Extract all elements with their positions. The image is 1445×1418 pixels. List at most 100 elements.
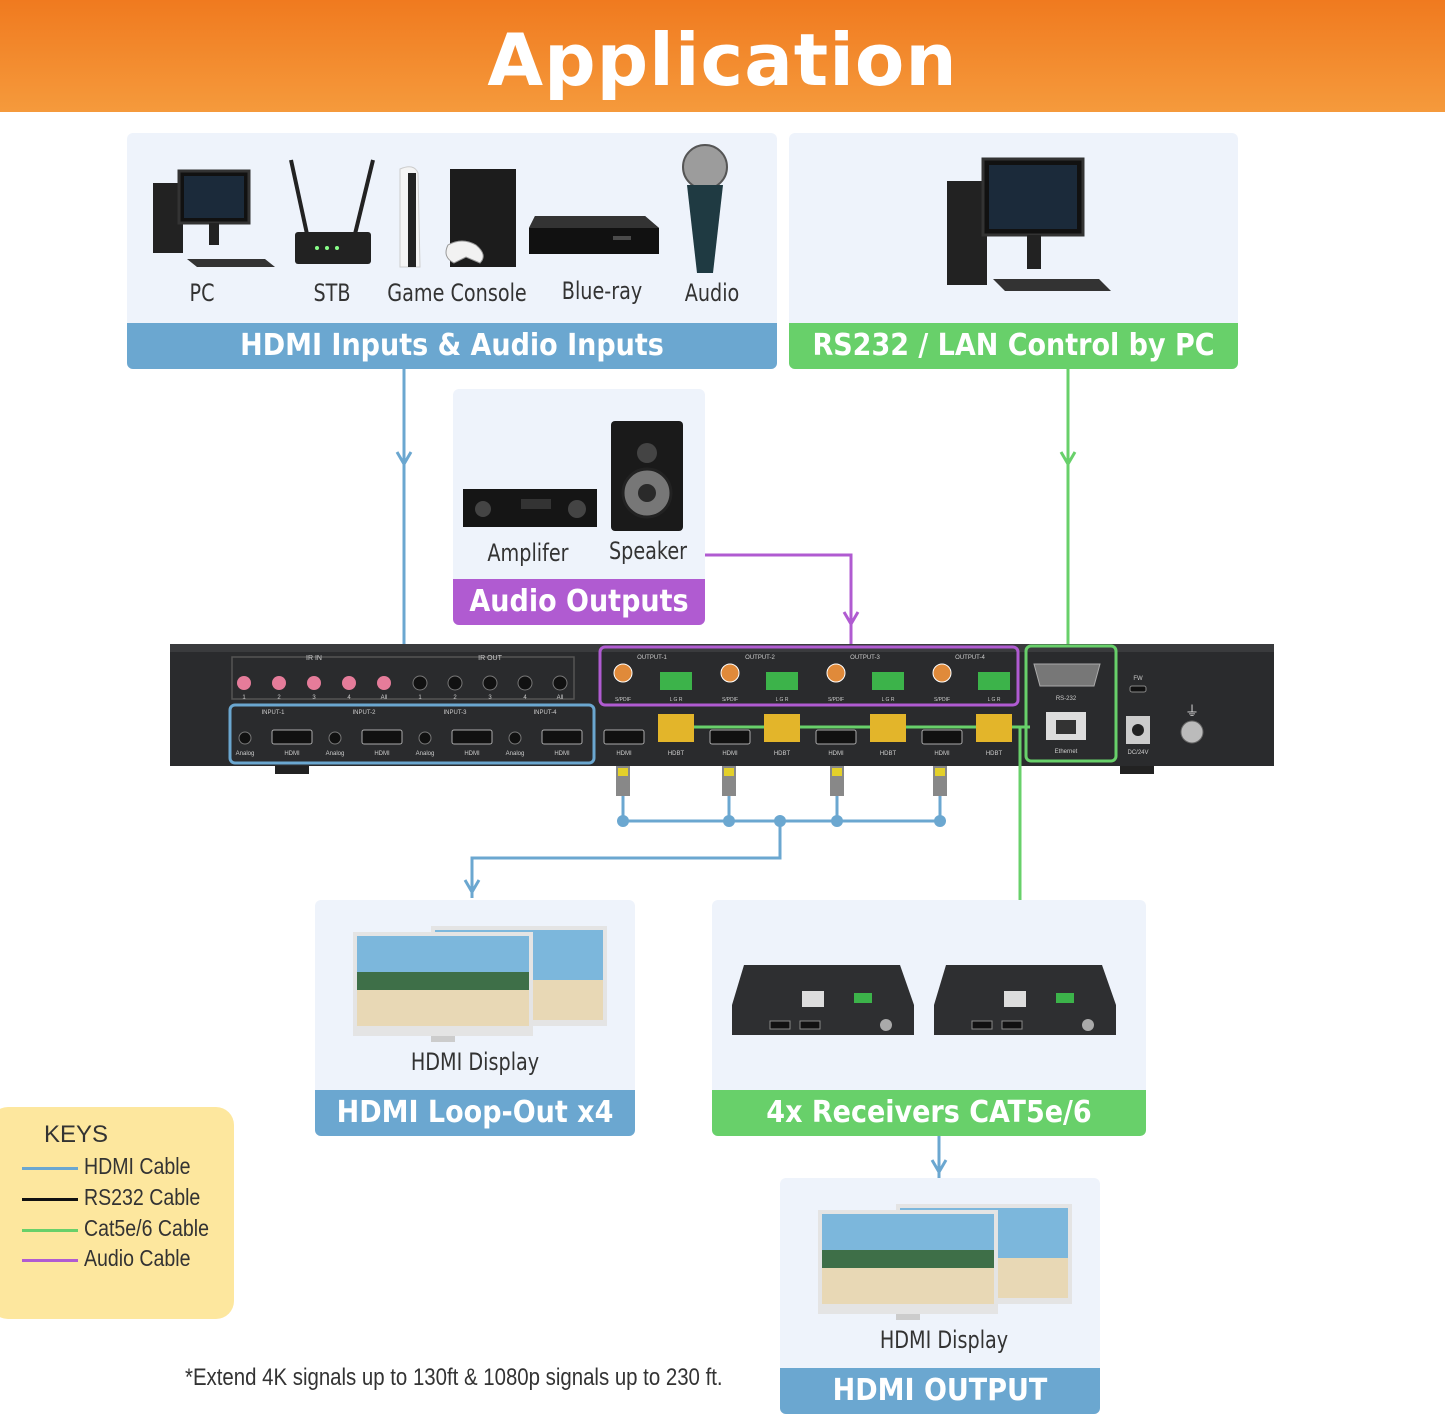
device-label-amplifier: Amplifer xyxy=(487,539,569,567)
ir-out-jack[interactable] xyxy=(482,675,498,691)
device-label-audio: Audio xyxy=(684,279,740,307)
ir-in-ports xyxy=(237,676,391,690)
hdmi-loopout-port[interactable] xyxy=(603,729,645,745)
hdbt-label: HDBT xyxy=(880,751,897,757)
ir-out-port-label: All xyxy=(557,695,564,701)
pc-icon xyxy=(153,169,275,267)
ir-in-label: IR IN xyxy=(306,655,322,662)
hdmi-input-port[interactable] xyxy=(451,729,493,745)
hdmi-junctions xyxy=(617,815,946,827)
hdmi-plug-tip xyxy=(724,768,734,776)
lgr-label: L G R xyxy=(882,697,895,703)
key-label: RS232 Cable xyxy=(84,1184,201,1210)
control-bar: RS232 / LAN Control by PC xyxy=(789,323,1238,369)
input-labels: INPUT-1 INPUT-2 INPUT-3 INPUT-4 xyxy=(261,710,557,716)
analog-audio-jack[interactable] xyxy=(328,731,342,745)
spdif-jack[interactable] xyxy=(932,663,952,683)
rs232-port[interactable] xyxy=(1033,663,1101,687)
analog-audio-jack[interactable] xyxy=(238,731,252,745)
ir-in-port-label: 4 xyxy=(347,695,351,701)
key-label: Cat5e/6 Cable xyxy=(84,1215,209,1241)
hdmi-input-arrow xyxy=(395,451,413,467)
inputs-panel: PC STB Game Console Blue-ray Audio HDMI … xyxy=(127,133,777,369)
input-port-label: Analog xyxy=(416,751,435,757)
analog-audio-jack[interactable] xyxy=(418,731,432,745)
ir-in-jack[interactable] xyxy=(342,676,356,690)
input-port-label: HDMI xyxy=(554,751,570,757)
hdmi-input-port[interactable] xyxy=(541,729,583,745)
ir-out-jack[interactable] xyxy=(447,675,463,691)
fw-label: FW xyxy=(1133,676,1143,682)
ir-out-jack[interactable] xyxy=(552,675,568,691)
spdif-jack[interactable] xyxy=(826,663,846,683)
page-title: Application xyxy=(487,18,958,102)
lgr-terminal-block[interactable] xyxy=(766,672,798,690)
hdbt-port[interactable] xyxy=(870,714,906,742)
ir-out-port-label: 1 xyxy=(418,695,422,701)
hdmi-out-label: HDMI xyxy=(828,751,844,757)
key-line-rs232 xyxy=(22,1198,78,1201)
ground-screw xyxy=(1180,720,1204,744)
lgr-terminal-block[interactable] xyxy=(872,672,904,690)
spdif-jack[interactable] xyxy=(720,663,740,683)
ir-out-port-label: 3 xyxy=(488,695,492,701)
output-labels: OUTPUT-1 OUTPUT-2 OUTPUT-3 OUTPUT-4 xyxy=(637,655,985,661)
switcher-foot xyxy=(275,766,309,774)
lgr-terminal-blocks xyxy=(660,672,1010,690)
ir-in-port-labels: 1 2 3 4 All xyxy=(242,695,387,701)
ir-out-port-label: 4 xyxy=(523,695,527,701)
audio-cable xyxy=(705,553,853,646)
hdmi-loopout-port[interactable] xyxy=(921,729,963,745)
hdmi-output-arrow xyxy=(930,1159,948,1175)
hdbt-label: HDBT xyxy=(774,751,791,757)
header-banner: Application xyxy=(0,0,1445,112)
input-label: INPUT-4 xyxy=(533,710,557,716)
ir-in-jack[interactable] xyxy=(377,676,391,690)
hdbt-port[interactable] xyxy=(658,714,694,742)
hdbt-port[interactable] xyxy=(764,714,800,742)
speaker-icon xyxy=(611,421,683,531)
audio-arrow xyxy=(842,611,860,627)
analog-audio-jack[interactable] xyxy=(508,731,522,745)
fw-port[interactable] xyxy=(1129,685,1147,693)
hdmi-loopout-port[interactable] xyxy=(815,729,857,745)
ir-out-jack[interactable] xyxy=(412,675,428,691)
output-label: OUTPUT-1 xyxy=(637,655,667,661)
input-port-label: Analog xyxy=(506,751,525,757)
blu-ray-icon xyxy=(529,216,659,254)
device-label-game-console: Game Console xyxy=(387,279,527,307)
control-arrow xyxy=(1059,451,1077,467)
lgr-terminal-block[interactable] xyxy=(978,672,1010,690)
hdmi-out-label: HDMI xyxy=(616,751,632,757)
audio-outputs-panel: Amplifer Speaker Audio Outputs xyxy=(453,389,705,625)
lgr-terminal-block[interactable] xyxy=(660,672,692,690)
lgr-label: L G R xyxy=(776,697,789,703)
switcher-foot xyxy=(1120,766,1154,774)
game-console-icon xyxy=(399,166,516,268)
spdif-label: S/PDIF xyxy=(828,697,844,703)
ethernet-label: Ethernet xyxy=(1055,749,1078,755)
hdmi-loopout-cables xyxy=(463,796,942,898)
receivers-bar: 4x Receivers CAT5e/6 xyxy=(712,1090,1146,1136)
stb-icon xyxy=(289,159,375,264)
control-panel: RS232 / LAN Control by PC xyxy=(789,133,1238,369)
hdmi-plug-tip xyxy=(618,768,628,776)
ir-in-jack[interactable] xyxy=(307,676,321,690)
hdmi-input-port[interactable] xyxy=(361,729,403,745)
hdmi-input-port[interactable] xyxy=(271,729,313,745)
keys-title: KEYS xyxy=(44,1121,109,1148)
receivers-panel: 4x Receivers CAT5e/6 xyxy=(712,900,1146,1136)
hdmi-loopout-port[interactable] xyxy=(709,729,751,745)
spdif-jack[interactable] xyxy=(613,663,633,683)
power-port-opening xyxy=(1132,724,1144,736)
spdif-label: S/PDIF xyxy=(615,697,631,703)
ir-out-jack[interactable] xyxy=(517,675,533,691)
ir-in-jack[interactable] xyxy=(237,676,251,690)
ir-out-port-labels: 1 2 3 4 All xyxy=(418,695,563,701)
receiver-icon xyxy=(934,965,1116,1035)
hdbt-port[interactable] xyxy=(976,714,1012,742)
ethernet-port-opening xyxy=(1056,720,1076,734)
ir-in-jack[interactable] xyxy=(272,676,286,690)
rs232-label: RS-232 xyxy=(1056,696,1077,702)
